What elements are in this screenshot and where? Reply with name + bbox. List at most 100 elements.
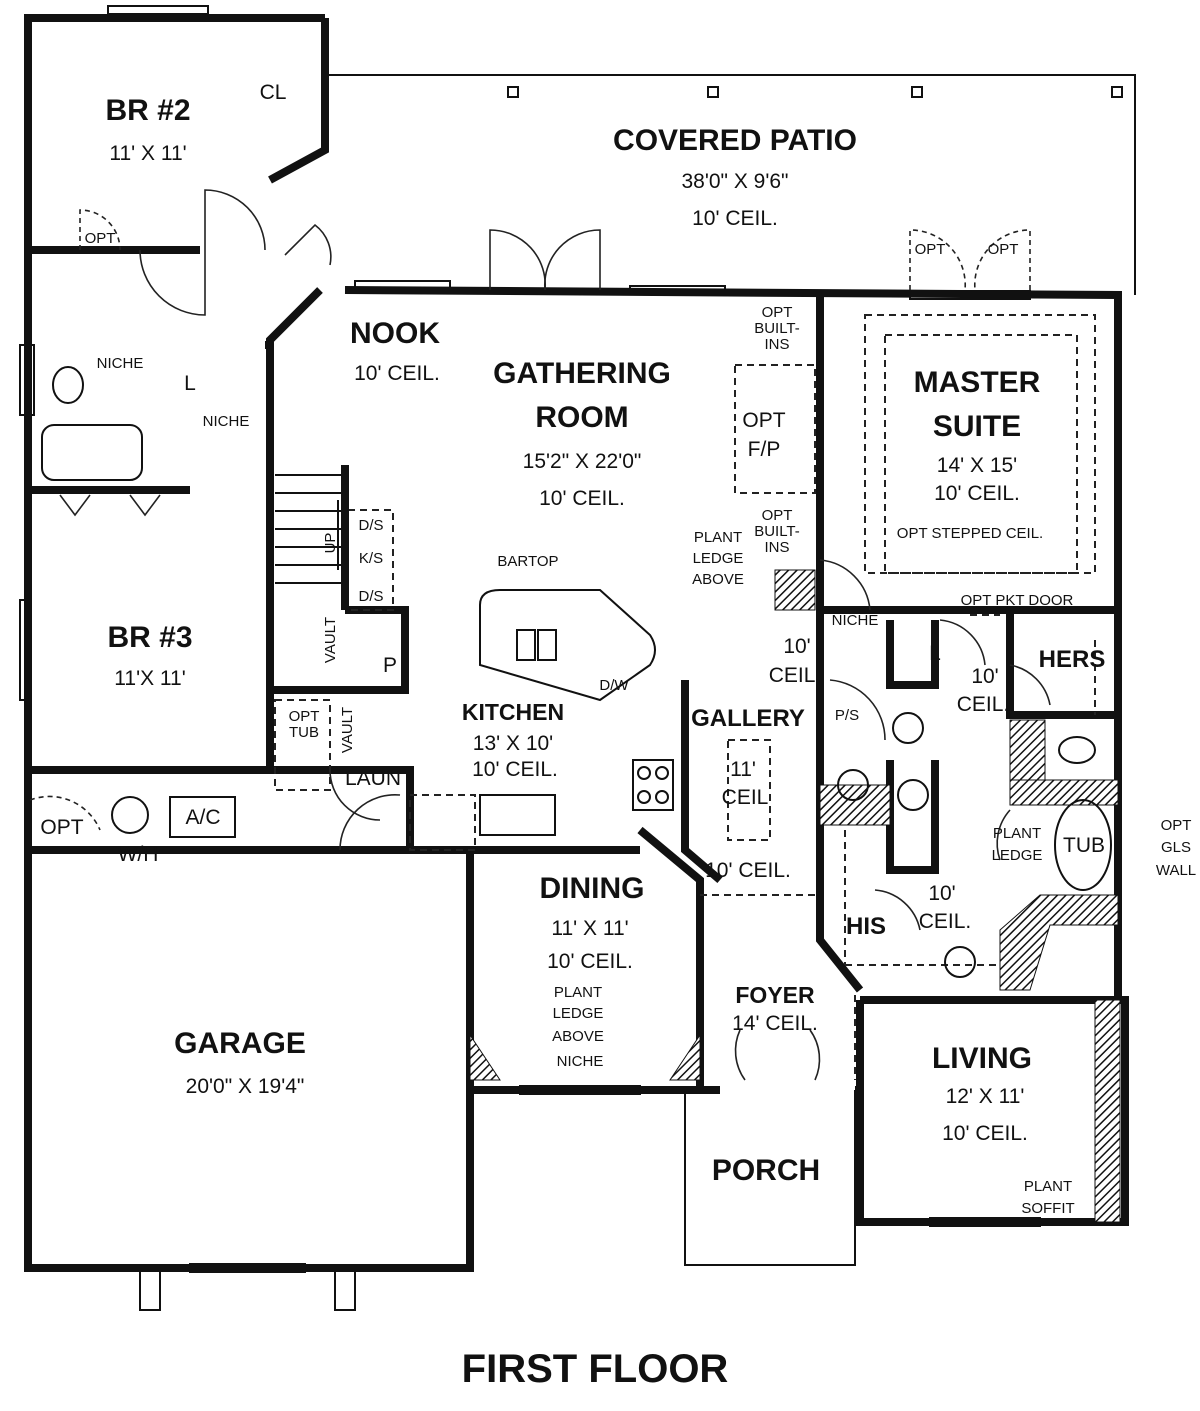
gathering-ceil: 10' CEIL. [539,487,625,510]
niche-label: NICHE [97,355,144,372]
bartop-label: BARTOP [497,553,558,570]
garage-name: GARAGE [174,1027,306,1060]
patio-name: COVERED PATIO [613,124,857,157]
closet-label: CL [260,81,287,104]
pocket-slider-label: P/S [835,707,859,724]
opt-glass-wall-label: GLS [1161,839,1191,856]
gallery-ceil-a: 11' [730,758,756,781]
living-name: LIVING [932,1042,1032,1075]
covered-patio-outline [325,74,1136,295]
plant-ledge-above-label: LEDGE [693,550,744,567]
ceil-label: 10' [928,882,955,905]
linen-label: L [184,372,196,395]
gallery-ceil2: 10' CEIL. [705,859,791,882]
room-labels: BR #2 11' X 11' CL COVERED PATIO 38'0" X… [105,81,1105,1187]
master-name-1: MASTER [914,366,1041,399]
plant-ledge-above-label: PLANT [554,984,602,1001]
laundry-label: LAUN [345,767,401,790]
opt-builtins-label: INS [764,539,789,556]
plant-soffit-label: PLANT [1024,1178,1072,1195]
dining-size: 11' X 11' [551,917,628,940]
opt-tub-label-1: OPT [289,708,320,725]
floor-title: FIRST FLOOR [462,1347,729,1391]
opt-tub-label-2: TUB [289,724,319,741]
hers-closet-label: HERS [1039,646,1106,673]
master-name-2: SUITE [933,410,1021,443]
ceil-label: 10' [783,635,810,658]
gathering-name-2: ROOM [535,401,628,434]
gathering-name-1: GATHERING [493,357,671,390]
ds-label: D/S [358,517,383,534]
vault-label: VAULT [339,707,356,753]
living-ceil: 10' CEIL. [942,1122,1028,1145]
ceil-label: CEIL. [919,910,972,933]
gathering-size: 15'2" X 22'0" [523,450,642,473]
plant-soffit-label: SOFFIT [1021,1200,1074,1217]
annotation-labels: OPT OPT OPT NICHE NICHE NICHE NICHE L L … [40,230,1196,1217]
br3-size: 11'X 11' [114,667,185,690]
master-ceil: 10' CEIL. [934,482,1020,505]
plant-ledge-label: LEDGE [992,847,1043,864]
plant-ledge-above-label: PLANT [694,529,742,546]
linen-label: L [929,642,941,665]
opt-builtins-label: OPT [762,507,793,524]
water-heater-label: W/H [118,843,159,866]
foyer-name: FOYER [735,982,815,1008]
ceil-label: 10' [971,665,998,688]
door-swings [29,189,1051,1081]
opt-glass-wall-label: WALL [1156,862,1196,879]
kitchen-ceil: 10' CEIL. [472,758,558,781]
niche-label: NICHE [832,612,879,629]
walls [19,5,1129,1311]
plant-ledge-above-label: ABOVE [552,1028,604,1045]
plant-ledge-above-label: LEDGE [553,1005,604,1022]
opt-builtins-label: BUILT- [754,320,800,337]
kitchen-size: 13' X 10' [473,732,553,755]
staircase [275,465,349,610]
kitchen-name: KITCHEN [462,699,564,725]
opt-builtins-label: OPT [762,304,793,321]
gallery-ceil-b: CEIL [722,786,769,809]
opt-glass-wall-label: OPT [1161,817,1192,834]
opt-fireplace-label: OPT [742,409,785,432]
patio-size: 38'0" X 9'6" [682,170,789,193]
vault-label: VAULT [322,617,339,663]
nook-name: NOOK [350,317,440,350]
plant-ledges [469,569,1121,1223]
bath-fixtures [41,366,1112,978]
plant-ledge-label: PLANT [993,825,1041,842]
niche-label: NICHE [557,1053,604,1070]
opt-label: OPT [40,816,83,839]
ceil-label: CEIL. [957,693,1010,716]
living-size: 12' X 11' [946,1085,1025,1108]
porch-name: PORCH [712,1154,820,1187]
opt-builtins-label: BUILT- [754,523,800,540]
dining-name: DINING [540,872,645,905]
opt-label: OPT [85,230,116,247]
nook-ceil: 10' CEIL. [354,362,440,385]
garage-size: 20'0" X 19'4" [186,1075,305,1098]
his-closet-label: HIS [846,913,886,940]
opt-builtins-label: INS [764,336,789,353]
opt-label: OPT [915,241,946,258]
ceil-label: CEIL. [769,664,822,687]
kitchen-counter [479,589,674,811]
ks-label: K/S [359,550,383,567]
opt-pocket-door-label: OPT PKT DOOR [961,592,1074,609]
tub-label: TUB [1063,834,1105,857]
opt-label: OPT [988,241,1019,258]
opt-fireplace-label: F/P [748,438,781,461]
br3-name: BR #3 [107,621,192,654]
plant-ledge-above-label: ABOVE [692,571,744,588]
gallery-name: GALLERY [691,705,805,732]
master-note: OPT STEPPED CEIL. [897,525,1043,542]
ac-label: A/C [185,806,220,829]
niche-label: NICHE [203,413,250,430]
dashed-features [274,314,1096,1080]
stairs-up-label: UP [322,533,339,554]
dining-ceil: 10' CEIL. [547,950,633,973]
master-size: 14' X 15' [937,454,1017,477]
foyer-ceil: 14' CEIL. [732,1012,818,1035]
br2-size: 11' X 11' [109,142,186,165]
